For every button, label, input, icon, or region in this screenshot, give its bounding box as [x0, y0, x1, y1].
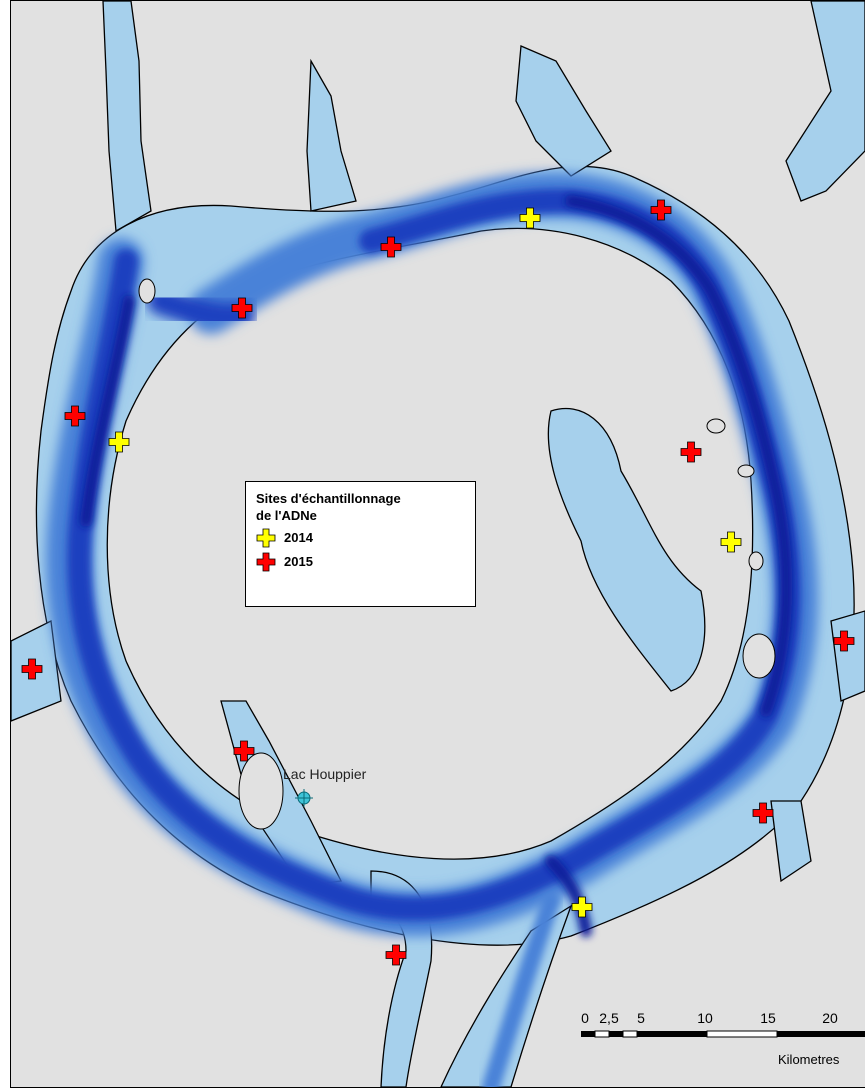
crosshair-circle-icon	[295, 789, 313, 807]
site-marker-2014-2	[720, 531, 742, 553]
map-frame: Lac Houppier Sites d'échantillonnage de …	[10, 0, 865, 1088]
bay-east-inner	[547, 407, 706, 692]
legend-item-2015: 2015	[256, 551, 475, 572]
site-marker-2015-12	[752, 802, 774, 824]
arm-northwest	[102, 1, 152, 233]
site-marker-2015-11	[233, 740, 255, 762]
legend-title-line2: de l'ADNe	[256, 508, 317, 523]
yellow-cross-icon	[256, 528, 276, 547]
site-marker-2015-7	[64, 405, 86, 427]
site-marker-2015-4	[650, 199, 672, 221]
arm-southeast-lower	[770, 800, 812, 883]
scale-tick-1: 2,5	[599, 1010, 619, 1026]
arm-northeast	[515, 45, 612, 177]
scale-tick-5: 20	[822, 1010, 838, 1026]
site-marker-2015-6	[231, 297, 253, 319]
red-cross-icon	[256, 552, 276, 571]
sampling-markers	[21, 199, 855, 966]
legend: Sites d'échantillonnage de l'ADNe 2014 2…	[245, 481, 476, 607]
deep-channel	[46, 172, 818, 1087]
arm-north	[306, 58, 357, 212]
site-marker-2014-1	[108, 431, 130, 453]
site-marker-2014-0	[519, 207, 541, 229]
scale-bar-units: Kilometres	[778, 1052, 840, 1067]
scale-tick-0: 0	[581, 1010, 589, 1026]
site-marker-2015-5	[380, 236, 402, 258]
scale-tick-4: 15	[760, 1010, 776, 1026]
legend-title-line1: Sites d'échantillonnage	[256, 491, 401, 506]
legend-label-2015: 2015	[284, 554, 313, 569]
islands	[138, 278, 776, 830]
lake-houppier-label: Lac Houppier	[283, 766, 367, 782]
legend-item-2014: 2014	[256, 527, 475, 548]
arm-east-top	[785, 1, 865, 202]
reservoir-map	[11, 1, 865, 1087]
site-marker-2015-8	[680, 441, 702, 463]
site-marker-2014-3	[571, 896, 593, 918]
scale-bar	[581, 1030, 865, 1038]
site-marker-2015-9	[833, 630, 855, 652]
site-marker-2015-13	[385, 944, 407, 966]
scale-tick-2: 5	[637, 1010, 645, 1026]
scale-tick-3: 10	[697, 1010, 713, 1026]
legend-label-2014: 2014	[284, 530, 313, 545]
site-marker-2015-10	[21, 658, 43, 680]
arm-east-lower	[830, 610, 865, 702]
